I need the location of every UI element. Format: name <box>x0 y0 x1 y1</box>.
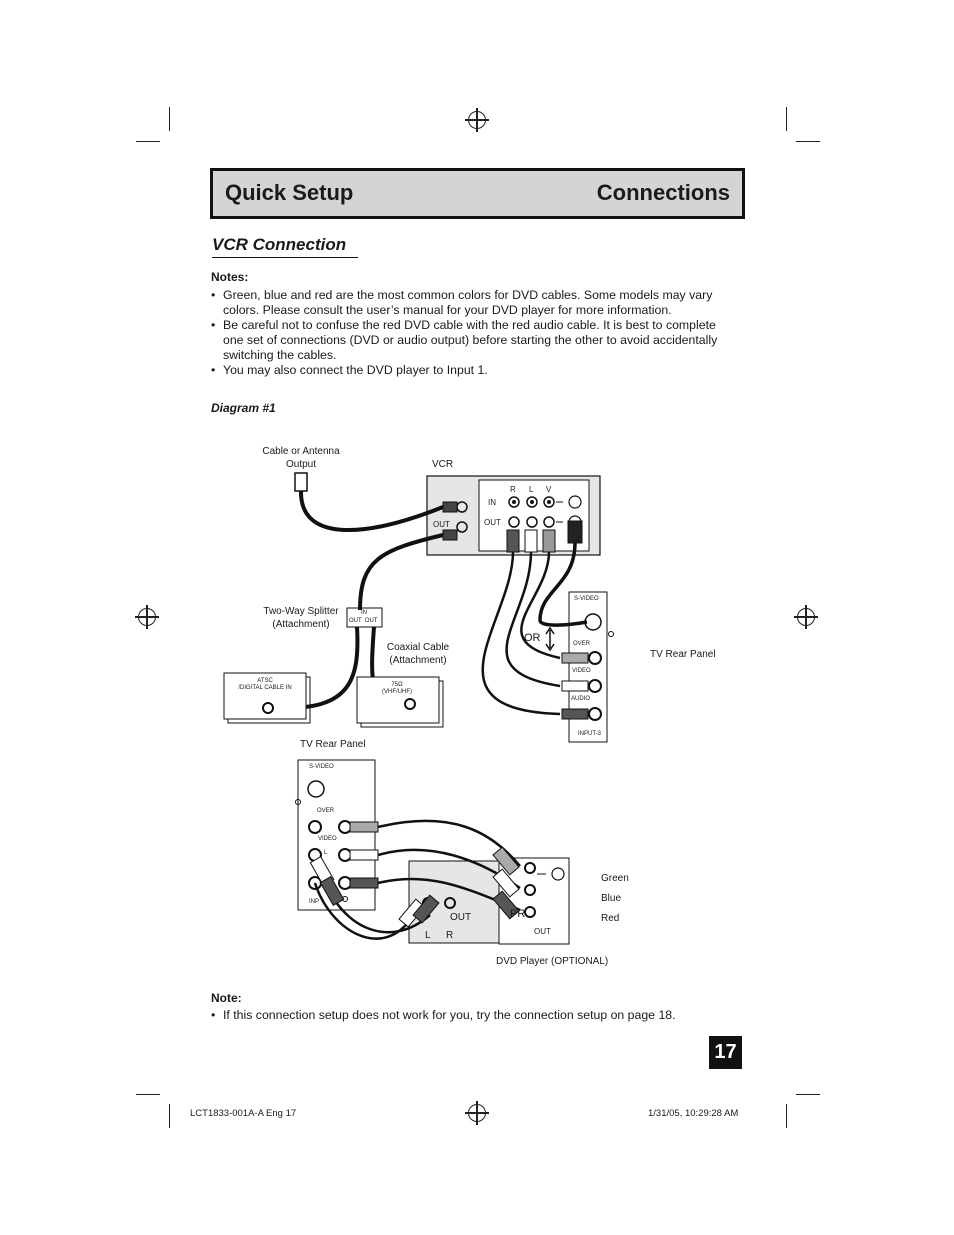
cable-output-label: Cable or Antenna Output <box>262 446 340 470</box>
red-label: Red <box>601 913 620 924</box>
registration-mark-icon <box>135 605 159 629</box>
svideo-label: S-VIDEO <box>309 764 334 770</box>
page-number: 17 <box>709 1036 742 1069</box>
audio-label: AUDIO <box>571 696 591 702</box>
footer-right: 1/31/05, 10:29:28 AM <box>648 1108 739 1119</box>
crop-mark <box>796 1094 820 1095</box>
header-left-title: Quick Setup <box>225 180 354 205</box>
coax-label: Coaxial Cable (Attachment) <box>386 642 450 666</box>
tv-rear-panel-left-label: TV Rear Panel <box>300 739 366 750</box>
atsc-label: ATSC /DIGITAL CABLE IN <box>238 678 292 691</box>
blue-label: Blue <box>601 893 622 904</box>
note-item: You may also connect the DVD player to I… <box>211 363 736 378</box>
green-label: Green <box>601 873 629 884</box>
header-right-title: Connections <box>596 180 730 205</box>
vcr-l-label: L <box>529 485 534 494</box>
input-label: INP <box>309 899 320 905</box>
splitter-out-label: OUT OUT <box>349 618 378 624</box>
dvd-player-label: DVD Player (OPTIONAL) <box>496 956 609 967</box>
crop-mark <box>169 1104 170 1128</box>
dvd-l-label: L <box>425 930 431 941</box>
dvd-video-out-label: OUT <box>534 927 551 936</box>
over-label: OVER <box>573 641 591 647</box>
registration-mark-icon <box>465 108 489 132</box>
splitter-label: Two-Way Splitter (Attachment) <box>263 606 339 630</box>
l-label: L <box>324 850 328 856</box>
diagram-label: Diagram #1 <box>211 401 276 415</box>
registration-mark-icon <box>465 1101 489 1125</box>
crop-mark <box>796 141 820 142</box>
dvd-audio-out-label: OUT <box>450 912 472 923</box>
crop-mark <box>136 141 160 142</box>
page-header: Quick Setup Connections <box>210 168 745 219</box>
notes-heading: Notes: <box>211 270 249 284</box>
vcr-out-label: OUT <box>433 520 450 529</box>
vcr-out-label: OUT <box>484 518 501 527</box>
section-title: VCR Connection <box>212 235 358 258</box>
input3-label: INPUT-3 <box>578 731 602 737</box>
dvd-pr-label: PR <box>510 908 526 920</box>
vcr-r-label: R <box>510 485 516 494</box>
vcr-label: VCR <box>432 459 454 470</box>
crop-mark <box>169 107 170 131</box>
note-item: Be careful not to confuse the red DVD ca… <box>211 318 736 363</box>
note-heading: Note: <box>211 991 242 1005</box>
splitter-in-label: IN <box>361 610 367 616</box>
video-label: VIDEO <box>572 668 591 674</box>
footer-left: LCT1833-001A-A Eng 17 <box>190 1108 297 1119</box>
crop-mark <box>136 1094 160 1095</box>
crop-mark <box>786 1104 787 1128</box>
note-item: Green, blue and red are the most common … <box>211 288 736 318</box>
video-label: VIDEO <box>318 836 337 842</box>
vcr-in-label: IN <box>488 498 496 507</box>
notes-list: Green, blue and red are the most common … <box>211 288 736 378</box>
or-label: OR <box>524 632 541 644</box>
vcr-v-label: V <box>546 485 552 494</box>
crop-mark <box>786 107 787 131</box>
registration-mark-icon <box>794 605 818 629</box>
note-text: If this connection setup does not work f… <box>211 1008 676 1022</box>
dvd-r-label: R <box>446 930 454 941</box>
ohm-label: 75Ω (VHF/UHF) <box>382 682 412 695</box>
over-label: OVER <box>317 808 335 814</box>
tv-rear-panel-right-label: TV Rear Panel <box>650 649 716 660</box>
svideo-label: S-VIDEO <box>574 596 599 602</box>
